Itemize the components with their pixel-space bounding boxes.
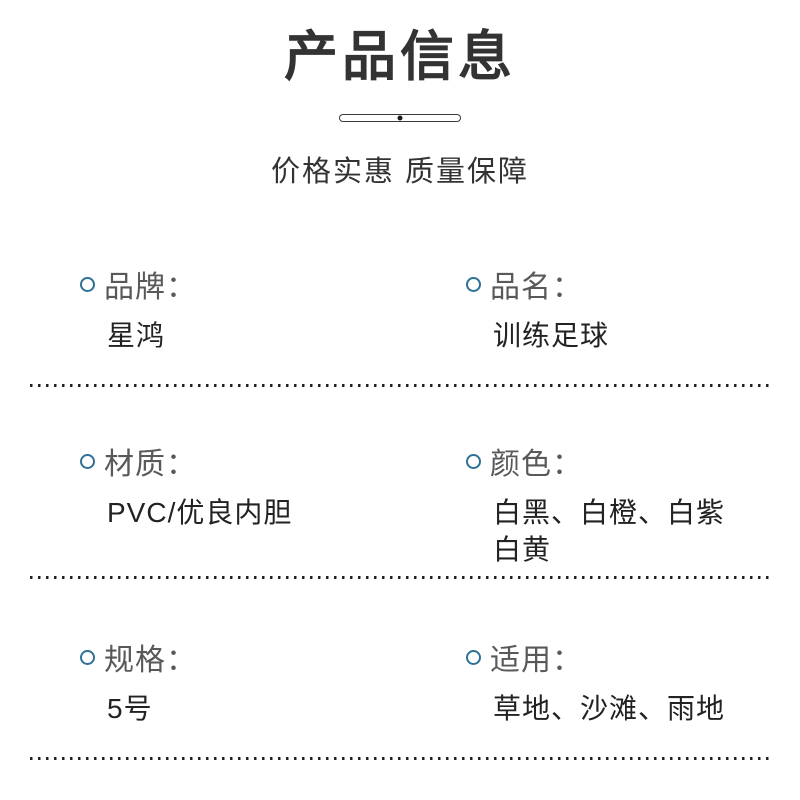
info-label-brand: 品牌： [104, 271, 197, 305]
circle-bullet-icon [80, 649, 95, 665]
dotted-divider [30, 757, 770, 761]
info-label-product-name: 品名： [490, 271, 583, 305]
info-label-usage: 适用： [490, 644, 583, 678]
circle-bullet-icon [80, 453, 95, 469]
info-label-line: 颜色： [466, 441, 770, 481]
circle-bullet-icon [466, 453, 481, 469]
info-item-color: 颜色： 白黑、白橙、白紫 白黄 [400, 441, 770, 568]
info-item-usage: 适用： 草地、沙滩、雨地 [400, 637, 770, 727]
info-row-1: 品牌： 星鸿 品名： 训练足球 [30, 264, 770, 354]
info-label-size: 规格： [104, 644, 197, 678]
info-value-color: 白黑、白橙、白紫 白黄 [493, 497, 726, 566]
info-label-color: 颜色： [490, 448, 583, 482]
info-label-line: 品名： [466, 264, 770, 304]
info-value-brand: 星鸿 [107, 320, 166, 352]
page-subtitle: 价格实惠 质量保障 [270, 156, 530, 189]
info-item-size: 规格： 5号 [30, 637, 400, 727]
circle-bullet-icon [80, 276, 95, 292]
info-value-usage: 草地、沙滩、雨地 [493, 693, 726, 725]
circle-bullet-icon [466, 276, 481, 292]
dotted-divider [30, 576, 770, 580]
info-item-material: 材质： PVC/优良内胆 [30, 441, 400, 568]
info-item-product-name: 品名： 训练足球 [400, 264, 770, 354]
info-label-line: 材质： [80, 441, 400, 481]
info-label-line: 适用： [466, 637, 770, 677]
circle-bullet-icon [466, 649, 481, 665]
page-title: 产品信息 [284, 27, 516, 87]
info-grid: 品牌： 星鸿 品名： 训练足球 材质： PVC/优良内胆 [30, 264, 770, 761]
info-value-product-name: 训练足球 [493, 320, 610, 352]
info-label-line: 规格： [80, 637, 400, 677]
info-label-line: 品牌： [80, 264, 400, 304]
info-value-size: 5号 [107, 693, 153, 725]
info-row-3: 规格： 5号 适用： 草地、沙滩、雨地 [30, 637, 770, 727]
pill-center-dot-icon [397, 115, 403, 121]
info-item-brand: 品牌： 星鸿 [30, 264, 400, 354]
pill-divider [339, 114, 461, 123]
info-row-2: 材质： PVC/优良内胆 颜色： 白黑、白橙、白紫 白黄 [30, 441, 770, 568]
dotted-divider [30, 384, 770, 388]
info-label-material: 材质： [104, 448, 197, 482]
info-value-material: PVC/优良内胆 [107, 497, 293, 529]
